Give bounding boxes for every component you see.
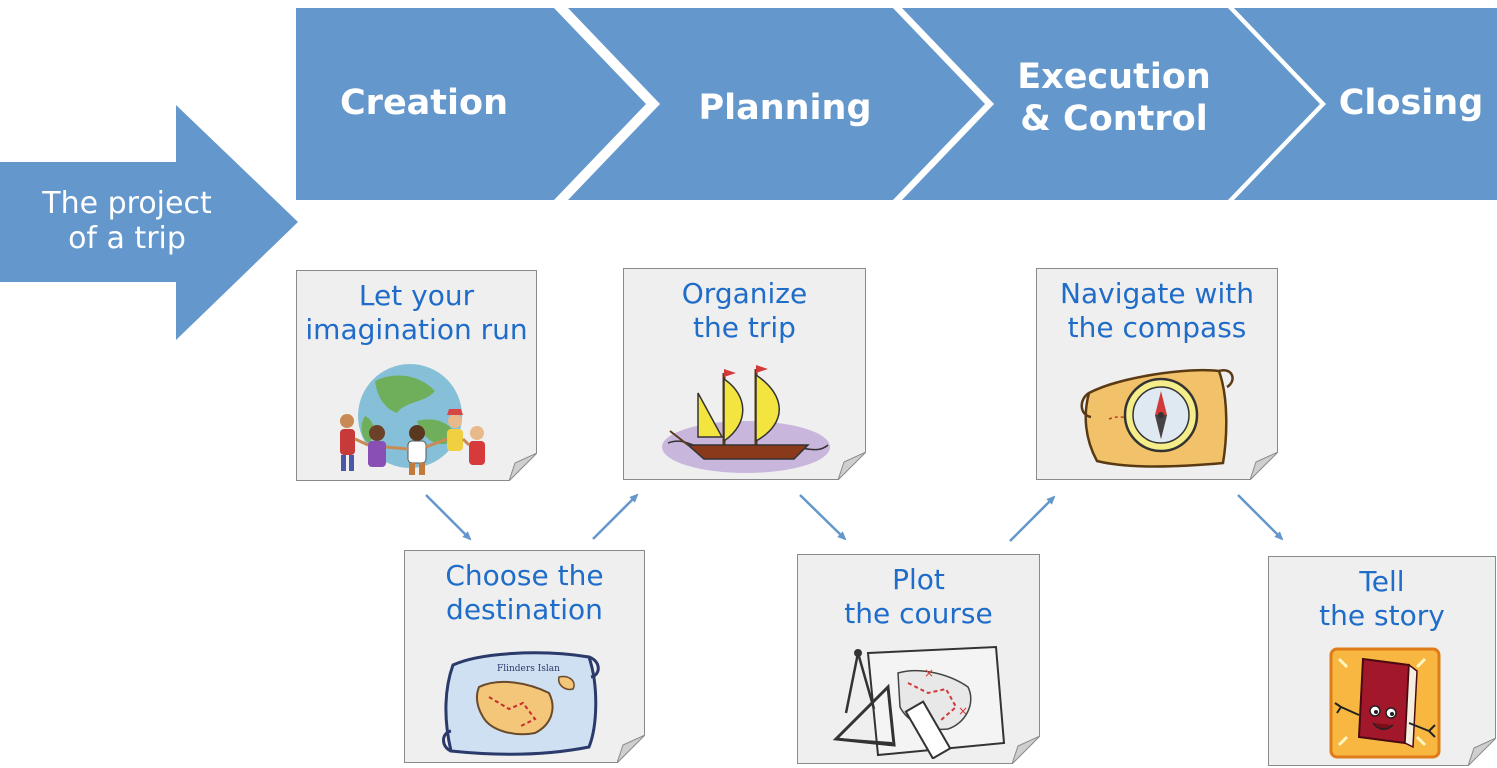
phase-chevron-creation	[296, 8, 646, 200]
step-note-plot: Plot the course × ×	[797, 554, 1040, 764]
page-curl-icon	[1468, 738, 1496, 766]
page-curl-icon	[509, 453, 537, 481]
step-title-line1: Plot	[892, 563, 945, 596]
start-arrow-line1: The project	[42, 186, 212, 221]
svg-text:×: ×	[958, 704, 968, 718]
phase-chevron-closing	[1234, 8, 1497, 200]
sailboat-icon	[662, 365, 830, 473]
start-arrow	[0, 105, 298, 340]
step-title-line1: Let your	[358, 279, 475, 312]
page-curl-icon	[617, 735, 645, 763]
storybook-icon	[1329, 647, 1441, 759]
connector-arrow	[592, 493, 639, 540]
step-title-line2: the story	[1319, 599, 1445, 632]
step-title: Let your imagination run	[297, 279, 536, 347]
start-arrow-label: The project of a trip	[6, 186, 248, 256]
step-note-story: Tell the story	[1268, 556, 1496, 766]
svg-text:×: ×	[924, 666, 934, 680]
step-title-line1: Organize	[681, 277, 808, 310]
step-title: Organize the trip	[624, 277, 865, 345]
step-title: Navigate with the compass	[1037, 277, 1277, 345]
phase-chevron-planning	[568, 8, 985, 200]
phase-label-planning: Planning	[698, 88, 872, 128]
step-title-line2: the trip	[693, 311, 796, 344]
step-title-line2: the compass	[1067, 311, 1247, 344]
step-note-imagination: Let your imagination run	[296, 270, 537, 481]
phase-chevron-execution	[902, 8, 1320, 200]
start-arrow-line2: of a trip	[68, 221, 186, 256]
connector-arrow	[1237, 494, 1284, 541]
compass-icon	[1080, 368, 1234, 468]
step-title-line1: Tell	[1359, 565, 1405, 598]
connector-arrow	[1009, 495, 1056, 542]
page-curl-icon	[1012, 736, 1040, 764]
step-title-line2: the course	[844, 597, 993, 630]
connector-arrow	[799, 494, 847, 541]
step-note-organize: Organize the trip	[623, 268, 866, 480]
navigation-tools-icon: × ×	[832, 645, 1006, 759]
step-title-line1: Navigate with	[1060, 277, 1254, 310]
page-curl-icon	[1250, 452, 1278, 480]
treasure-map-icon: Flinders Islan	[442, 651, 600, 756]
phase-label-closing: Closing	[1338, 83, 1484, 123]
map-caption: Flinders Islan	[497, 664, 560, 674]
step-title-line1: Choose the	[445, 559, 604, 592]
page-curl-icon	[838, 452, 866, 480]
phase-label-creation: Creation	[340, 83, 508, 123]
step-note-navigate: Navigate with the compass	[1036, 268, 1278, 480]
step-note-destination: Choose the destination Flinders Islan	[404, 550, 645, 763]
step-title-line2: destination	[446, 593, 603, 626]
step-title-line2: imagination run	[305, 313, 528, 346]
phase-label-execution: Execution & Control	[1017, 57, 1211, 139]
globe-children-icon	[340, 364, 485, 475]
step-title: Tell the story	[1269, 565, 1495, 633]
step-title: Choose the destination	[405, 559, 644, 627]
step-title: Plot the course	[798, 563, 1039, 631]
connector-arrow	[425, 494, 472, 541]
